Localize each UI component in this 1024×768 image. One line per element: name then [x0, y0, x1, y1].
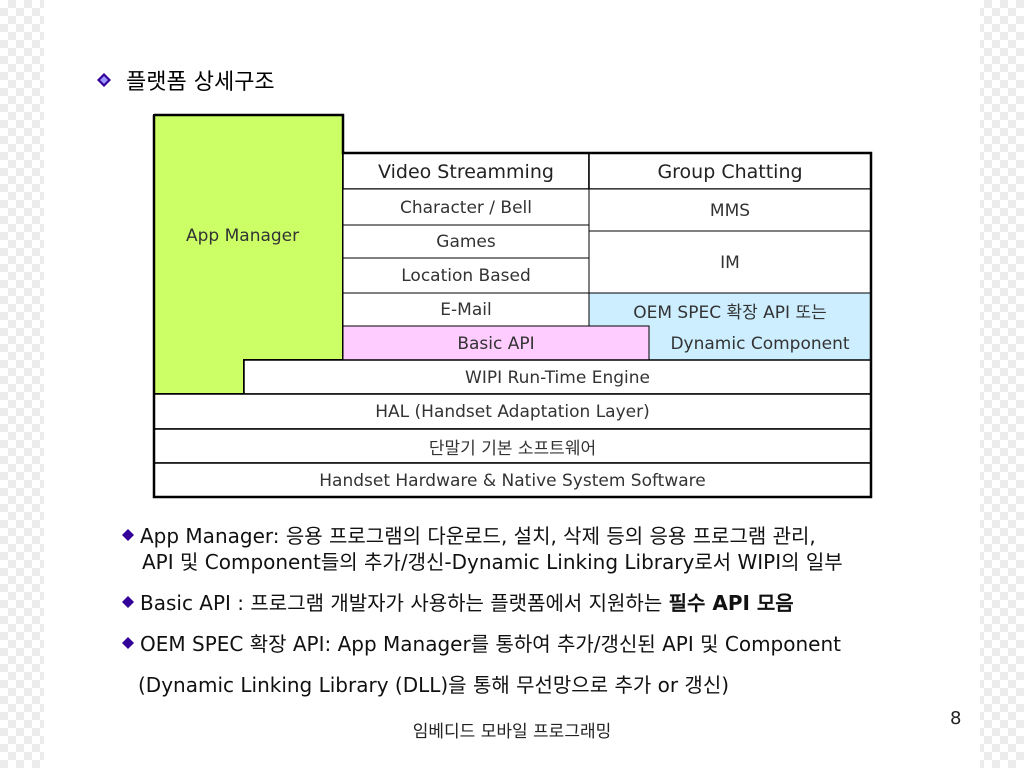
handset-hw-cell	[153, 462, 872, 498]
diamond-bullet-icon	[97, 73, 111, 87]
email-label: E-Mail	[440, 300, 492, 320]
bullet-text: OEM SPEC 확장 API: App Manager를 통하여 추가/갱신된…	[140, 632, 841, 656]
bullet-continuation: API 및 Component들의 추가/갱신-Dynamic Linking …	[142, 550, 843, 574]
bullet-bold-text: 필수 API 모음	[668, 591, 794, 615]
wipi-engine-cell	[243, 359, 872, 395]
games-label: Games	[436, 232, 496, 252]
bullet-item: Basic API : 프로그램 개발자가 사용하는 플랫폼에서 지원하는 필수…	[122, 591, 794, 615]
basic-api-label: Basic API	[457, 333, 535, 354]
app-manager-label: App Manager	[186, 226, 300, 246]
diamond-bullet-icon	[122, 529, 134, 541]
location-based-label: Location Based	[401, 266, 531, 286]
bullet-item: App Manager: 응용 프로그램의 다운로드, 설치, 삭제 등의 응용…	[122, 524, 816, 548]
mms-label: MMS	[709, 200, 751, 221]
bullet-text: App Manager: 응용 프로그램의 다운로드, 설치, 삭제 등의 응용…	[140, 524, 816, 548]
dynamic-component-label: Dynamic Component	[670, 333, 850, 354]
page-number: 8	[950, 708, 962, 729]
wipi-engine-label: WIPI Run-Time Engine	[465, 367, 650, 388]
location-based-cell	[342, 257, 590, 294]
handset-hw-label: Handset Hardware & Native System Softwar…	[319, 470, 706, 491]
im-label: IM	[720, 252, 740, 273]
app-manager-block	[153, 114, 344, 395]
mms-cell	[588, 188, 872, 232]
slide-title: 플랫폼 상세구조	[126, 70, 275, 95]
bullet-item: OEM SPEC 확장 API: App Manager를 통하여 추가/갱신된…	[122, 632, 841, 656]
email-cell	[342, 292, 590, 327]
oem-spec-label: OEM SPEC 확장 API 또는	[633, 302, 827, 323]
hal-label: HAL (Handset Adaptation Layer)	[375, 402, 650, 422]
video-streaming-label: Video Streamming	[378, 160, 554, 183]
group-chatting-label: Group Chatting	[657, 160, 803, 183]
character-bell-label: Character / Bell	[399, 197, 533, 218]
basic-api-cell	[342, 325, 650, 361]
slide-footer: 임베디드 모바일 프로그래밍	[412, 722, 612, 742]
im-cell	[588, 230, 872, 294]
diamond-bullet-icon	[122, 596, 134, 608]
group-chatting-cell	[588, 152, 872, 190]
diamond-bullet-icon	[122, 637, 134, 649]
bullet-continuation: (Dynamic Linking Library (DLL)을 통해 무선망으로…	[138, 673, 730, 697]
handset-basic-sw-label: 단말기 기본 소프트웨어	[428, 439, 597, 459]
bullet-text: Basic API : 프로그램 개발자가 사용하는 플랫폼에서 지원하는	[140, 591, 669, 615]
hal-cell	[153, 393, 872, 430]
